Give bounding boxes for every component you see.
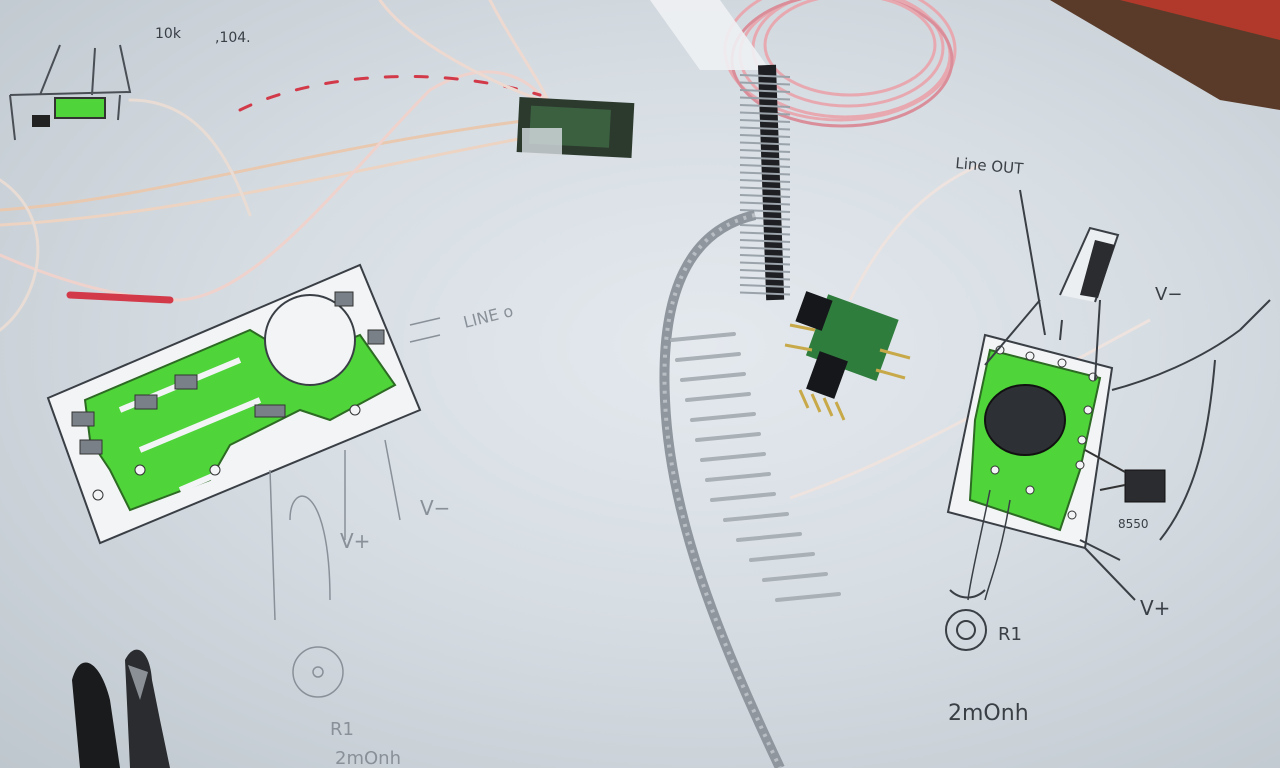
wires-left bbox=[0, 0, 552, 332]
top-resistor-note: 10k bbox=[155, 26, 182, 42]
header-pin bbox=[739, 201, 791, 206]
header-pin bbox=[739, 149, 791, 153]
crimp-terminal bbox=[685, 392, 751, 402]
small-module bbox=[784, 291, 911, 421]
header-pin bbox=[739, 186, 791, 191]
ruler bbox=[1050, 0, 1280, 110]
header-pin bbox=[739, 224, 791, 228]
line-out-wire bbox=[789, 318, 1151, 500]
right-pcb-drawing bbox=[945, 189, 1271, 651]
crimp-terminal-strip bbox=[659, 210, 841, 768]
crimp-terminal bbox=[723, 512, 789, 522]
header-pin bbox=[739, 126, 791, 131]
header-pin bbox=[739, 119, 791, 123]
crimp-terminal bbox=[670, 332, 736, 342]
crimp-terminal bbox=[775, 592, 841, 602]
crimp-terminal bbox=[762, 572, 828, 582]
header-pin bbox=[739, 111, 791, 116]
left-resistor-label: R1 bbox=[330, 719, 354, 740]
right-v-plus-label: V+ bbox=[1140, 596, 1170, 620]
right-v-minus-label: V− bbox=[1155, 284, 1182, 305]
header-pin bbox=[739, 134, 791, 138]
crimp-terminal bbox=[736, 532, 802, 542]
header-pin bbox=[739, 194, 791, 198]
crimp-terminal bbox=[705, 472, 771, 482]
header-pin bbox=[739, 231, 791, 236]
right-transistor-label: 8550 bbox=[1118, 517, 1149, 531]
header-pin bbox=[739, 269, 791, 273]
header-pin bbox=[739, 239, 791, 243]
header-pin bbox=[739, 246, 791, 251]
crimp-terminal bbox=[700, 452, 766, 462]
header-pin bbox=[739, 164, 791, 168]
header-pin bbox=[739, 74, 791, 78]
top-capacitor-note: ,104. bbox=[215, 30, 251, 46]
crimp-terminal bbox=[690, 412, 756, 422]
header-pin bbox=[739, 261, 791, 266]
header-pin bbox=[739, 284, 791, 288]
crimp-terminal bbox=[695, 432, 761, 442]
left-pcb-drawing bbox=[46, 263, 441, 698]
crimp-terminal bbox=[710, 492, 776, 502]
right-line-out-label: Line OUT bbox=[955, 154, 1025, 178]
header-pin bbox=[739, 276, 791, 281]
header-pin bbox=[739, 156, 791, 161]
module-wire bbox=[848, 163, 981, 301]
left-resistance-label: 2mOnh bbox=[335, 748, 401, 768]
top-left-sketch bbox=[9, 44, 132, 141]
left-line-out-label: LINE o bbox=[461, 301, 515, 332]
header-pin bbox=[739, 96, 791, 101]
right-resistor-label: R1 bbox=[998, 624, 1022, 645]
crimp-terminal bbox=[680, 372, 746, 382]
crimp-terminal bbox=[675, 352, 741, 362]
header-pin bbox=[739, 141, 791, 146]
header-pin bbox=[739, 89, 791, 93]
header-pin bbox=[739, 291, 791, 296]
left-v-plus-label: V+ bbox=[340, 529, 370, 553]
header-pin bbox=[739, 209, 791, 213]
tape-strip bbox=[650, 0, 770, 70]
pin-header bbox=[739, 64, 791, 301]
left-v-minus-label: V− bbox=[420, 496, 450, 520]
header-pin bbox=[739, 171, 791, 176]
wire-cutters bbox=[72, 649, 170, 768]
header-pin bbox=[739, 254, 791, 258]
crimp-terminal bbox=[749, 552, 815, 562]
header-pin bbox=[739, 179, 791, 183]
right-resistance-label: 2mOnh bbox=[948, 701, 1029, 726]
header-pin bbox=[739, 81, 791, 86]
header-pin bbox=[739, 104, 791, 108]
rf-module bbox=[516, 97, 635, 158]
